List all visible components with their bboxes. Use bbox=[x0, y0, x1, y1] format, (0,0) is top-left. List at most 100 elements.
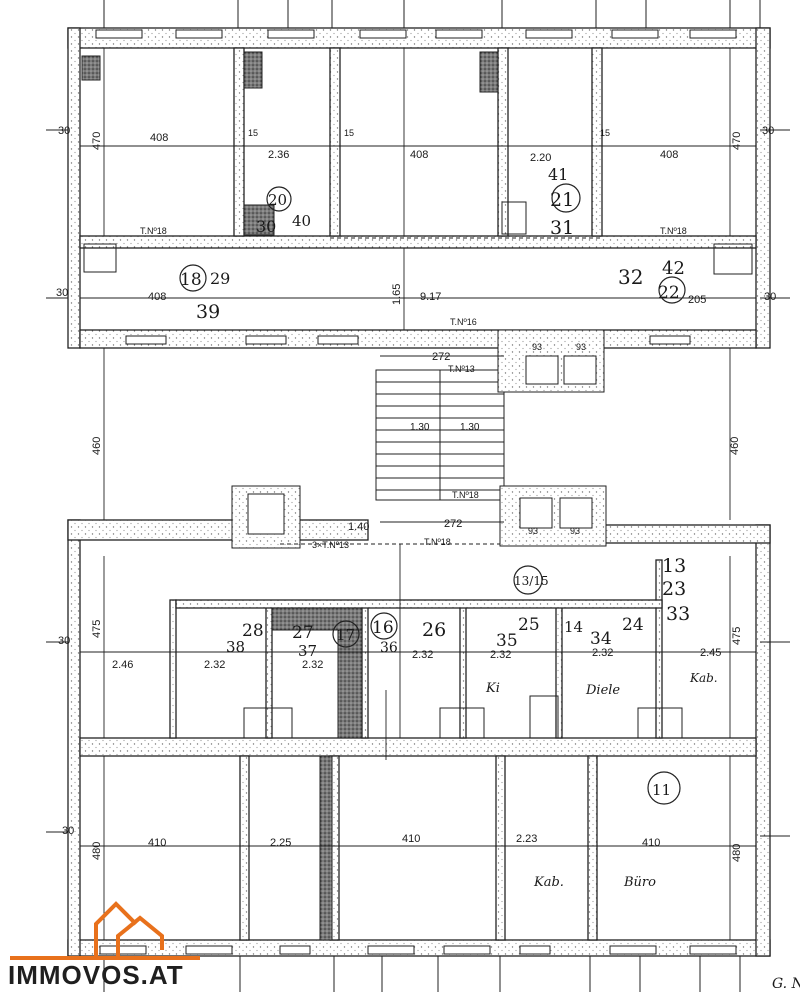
hw-label: G. N. bbox=[772, 976, 800, 992]
dim-label: 15 bbox=[600, 128, 610, 138]
logo-text: IMMOVOS.AT bbox=[8, 960, 184, 990]
dim-label: 272 bbox=[432, 351, 450, 363]
radiator bbox=[439, 707, 485, 739]
door-tag: 3×T.Nº13 bbox=[312, 540, 349, 550]
radiator bbox=[713, 243, 753, 275]
wall-part-7 bbox=[495, 755, 506, 941]
logo-mark bbox=[10, 901, 200, 960]
shaft-6 bbox=[337, 629, 363, 739]
circle-mark bbox=[266, 186, 292, 212]
dim-label: 470 bbox=[731, 132, 743, 150]
window bbox=[279, 945, 311, 955]
dim-label: 408 bbox=[660, 149, 678, 161]
door-tags: T.Nº18 T.Nº18 T.Nº16 T.Nº13 T.Nº18 T.Nº1… bbox=[140, 226, 687, 550]
hw-label: 27 bbox=[292, 623, 314, 643]
dim-label: 2.20 bbox=[530, 152, 551, 164]
wall-bottom bbox=[67, 939, 771, 957]
shaft-4 bbox=[271, 607, 363, 631]
hw-label: 38 bbox=[226, 638, 245, 656]
dim-label: 93 bbox=[570, 526, 580, 536]
wall-lower-top bbox=[67, 519, 369, 541]
dim-label: 30 bbox=[762, 125, 774, 137]
radiator bbox=[637, 707, 683, 739]
dim-label: 2.25 bbox=[270, 837, 291, 849]
wall-left-lower bbox=[67, 519, 81, 957]
shaft-5 bbox=[319, 755, 333, 941]
wall-part-1 bbox=[233, 47, 245, 237]
window bbox=[267, 29, 315, 39]
hw-label: 11 bbox=[652, 781, 671, 799]
window bbox=[99, 945, 147, 955]
shaft-3 bbox=[243, 204, 275, 236]
window bbox=[443, 945, 491, 955]
windows bbox=[95, 29, 737, 955]
dimension-ticks bbox=[103, 0, 761, 992]
shafts bbox=[81, 51, 499, 941]
radiator bbox=[501, 201, 527, 235]
dim-label: 93 bbox=[576, 342, 586, 352]
dim-label: 93 bbox=[532, 342, 542, 352]
dim-label: 1.30 bbox=[410, 422, 430, 433]
window bbox=[175, 29, 223, 39]
dim-label: 408 bbox=[148, 291, 166, 303]
dim-label: 475 bbox=[731, 627, 743, 645]
dim-label: 408 bbox=[410, 149, 428, 161]
hw-label: 33 bbox=[666, 603, 690, 625]
stair-side-inner bbox=[247, 493, 285, 535]
dim-label: 30 bbox=[58, 635, 70, 647]
circle-mark bbox=[658, 276, 686, 304]
hw-label: Kab. bbox=[689, 671, 718, 685]
window bbox=[95, 29, 143, 39]
hw-label: 37 bbox=[298, 642, 317, 660]
hw-label: 31 bbox=[550, 217, 574, 239]
radiator bbox=[529, 695, 559, 739]
dim-label: 480 bbox=[731, 844, 743, 862]
hw-label: 34 bbox=[590, 629, 612, 649]
lift-box-1 bbox=[525, 355, 559, 385]
window bbox=[245, 335, 287, 345]
wall-left-upper bbox=[67, 27, 81, 349]
hw-label: Ki bbox=[485, 681, 500, 696]
house-icon bbox=[116, 915, 164, 958]
wall-right-lower bbox=[755, 524, 771, 957]
lift-box-4 bbox=[559, 497, 593, 529]
door-tag: T.Nº13 bbox=[448, 364, 475, 374]
dim-label: 272 bbox=[444, 518, 462, 530]
hw-label: 35 bbox=[496, 631, 518, 651]
window bbox=[367, 945, 415, 955]
wall-part-4 bbox=[591, 47, 603, 237]
wall-part-11 bbox=[361, 604, 369, 739]
window bbox=[649, 335, 691, 345]
lift-box-2 bbox=[563, 355, 597, 385]
hw-label: 16 bbox=[372, 618, 394, 638]
shaft-7 bbox=[81, 55, 101, 81]
hw-label: 17 bbox=[336, 626, 355, 644]
hw-label: 39 bbox=[196, 301, 220, 323]
shaft-2 bbox=[479, 51, 499, 93]
hw-label: Büro bbox=[623, 875, 656, 890]
hw-label: 18 bbox=[180, 270, 202, 290]
hw-label: 13 bbox=[662, 555, 686, 577]
wall-part-2 bbox=[329, 47, 341, 237]
wall-part-10 bbox=[265, 604, 273, 739]
window bbox=[185, 945, 233, 955]
dim-label: 1.30 bbox=[460, 422, 480, 433]
hw-label: 32 bbox=[618, 265, 643, 289]
window bbox=[317, 335, 359, 345]
circle-mark bbox=[179, 264, 207, 292]
hw-label: 25 bbox=[518, 615, 540, 635]
dim-label: 1.40 bbox=[348, 521, 369, 533]
circle-mark bbox=[647, 771, 681, 805]
window bbox=[689, 29, 737, 39]
window bbox=[359, 29, 407, 39]
wall-top bbox=[67, 27, 771, 49]
window bbox=[435, 29, 483, 39]
hw-label: Diele bbox=[585, 683, 620, 698]
dim-label: 410 bbox=[402, 833, 420, 845]
wall-upper-corridor-top bbox=[79, 235, 757, 249]
hw-label: 30 bbox=[256, 217, 276, 236]
dim-label: 2.32 bbox=[412, 649, 433, 661]
hw-label: 21 bbox=[550, 189, 574, 211]
wall-part-13 bbox=[555, 604, 563, 739]
